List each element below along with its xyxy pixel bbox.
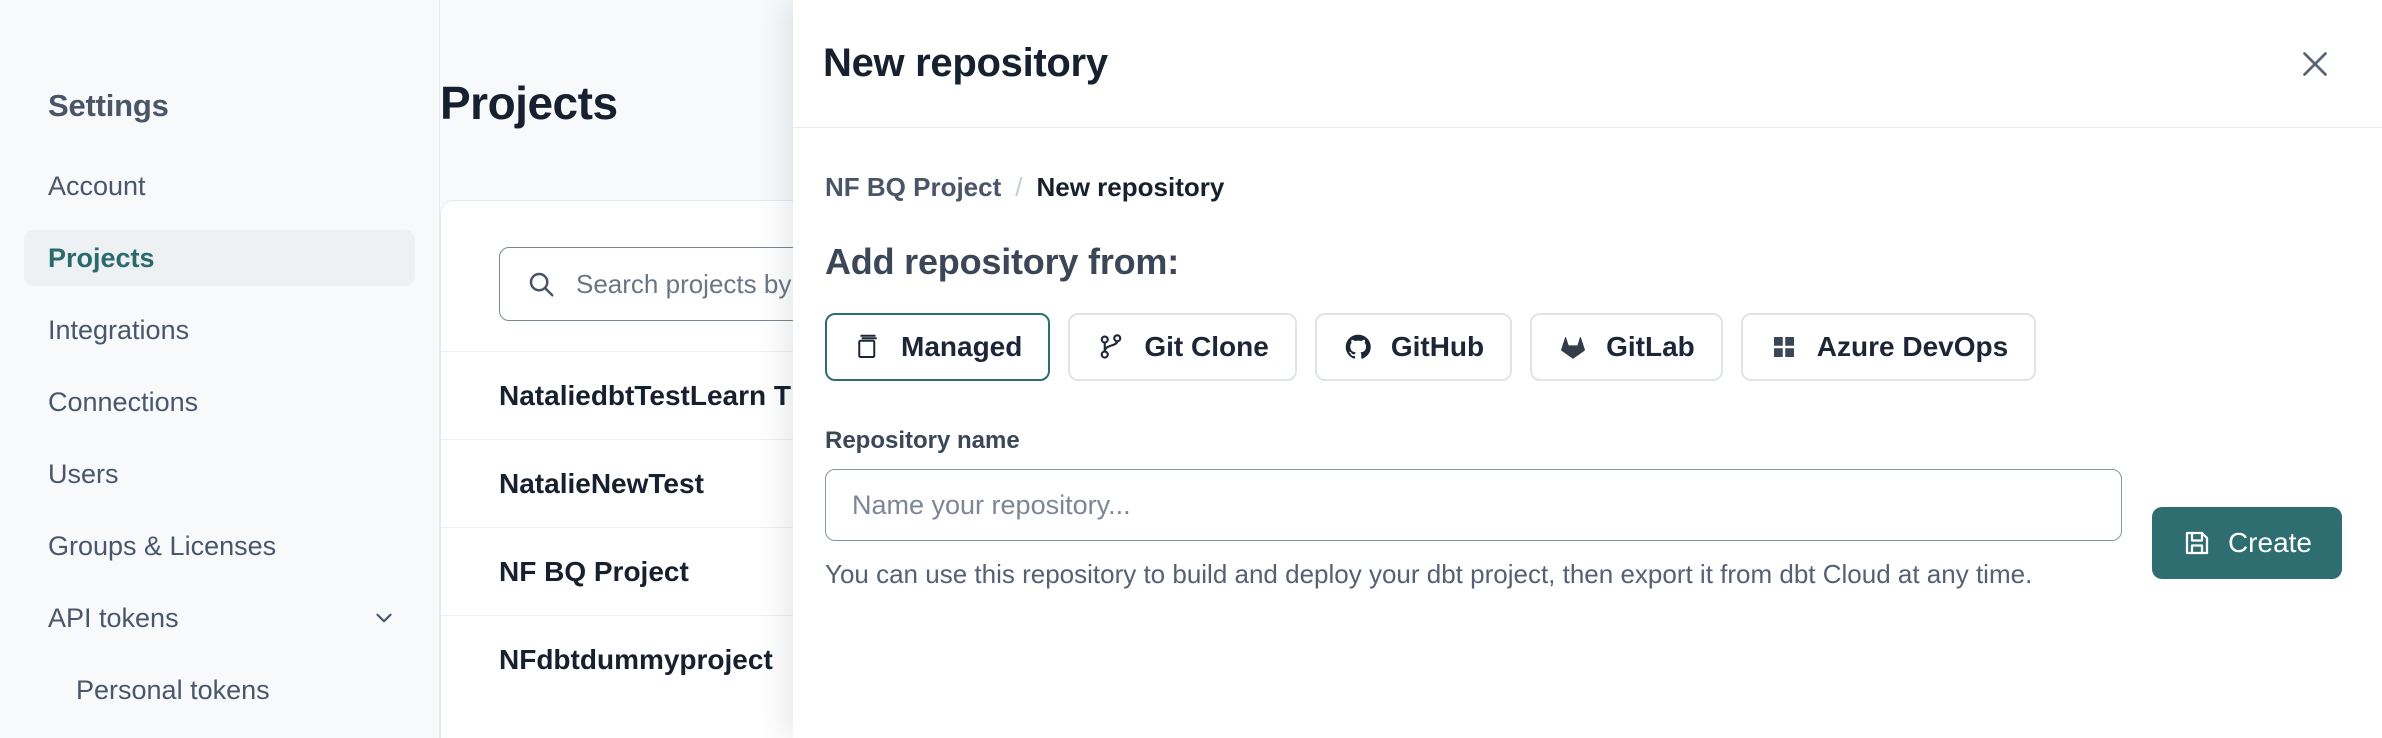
repository-name-group: Repository name You can use this reposit… [825, 427, 2342, 590]
sidebar-title: Settings [48, 88, 169, 123]
sidebar-item-label: API tokens [48, 602, 179, 633]
tab-git-clone[interactable]: Git Clone [1068, 313, 1297, 381]
git-clone-icon [1096, 332, 1126, 362]
breadcrumb-current: New repository [1036, 172, 1225, 202]
sidebar-item-label: Projects [48, 242, 155, 273]
close-icon[interactable] [2288, 37, 2342, 91]
sidebar-item-account[interactable]: Account [24, 158, 415, 214]
sidebar-item-api-tokens[interactable]: API tokens [24, 590, 415, 646]
tab-label: Azure DevOps [1816, 331, 2009, 362]
breadcrumb-separator: / [1015, 172, 1023, 202]
sidebar-item-users[interactable]: Users [24, 446, 415, 502]
page-title: Projects [440, 77, 618, 129]
project-name: NatalieNewTest [499, 467, 704, 499]
tab-label: GitHub [1390, 331, 1485, 362]
managed-icon [853, 332, 883, 362]
repository-name-helper-text: You can use this repository to build and… [825, 559, 2033, 589]
sidebar-item-label: Account [48, 170, 146, 201]
repository-name-label: Repository name [825, 427, 1020, 454]
sidebar-item-label: Groups & Licenses [48, 530, 277, 561]
tab-gitlab[interactable]: GitLab [1530, 313, 1723, 381]
sidebar-item-label: Personal tokens [76, 674, 270, 705]
tab-azure-devops[interactable]: Azure DevOps [1740, 313, 2037, 381]
tab-github[interactable]: GitHub [1314, 313, 1513, 381]
tab-label: Managed [901, 331, 1023, 362]
repository-source-tabs: Managed Git Clone GitHub GitLab Azure DevOps [825, 313, 2342, 381]
tab-label: GitLab [1606, 331, 1695, 362]
project-name: NF BQ Project [499, 555, 689, 587]
sidebar-item-projects[interactable]: Projects [24, 230, 415, 286]
breadcrumb-parent-link[interactable]: NF BQ Project [825, 172, 1002, 202]
azure-devops-icon [1769, 332, 1799, 362]
project-name: NFdbtdummyproject [499, 643, 773, 675]
create-button-label: Create [2227, 527, 2312, 558]
chevron-down-icon[interactable] [371, 605, 397, 631]
add-repository-from-heading: Add repository from: [825, 241, 1180, 282]
sidebar-item-label: Users [48, 458, 119, 489]
modal-title: New repository [823, 41, 1108, 85]
modal-header: New repository [793, 0, 2382, 128]
breadcrumb: NF BQ Project / New repository [825, 172, 2342, 203]
sidebar-item-integrations[interactable]: Integrations [24, 302, 415, 358]
gitlab-icon [1558, 332, 1588, 362]
modal-body: NF BQ Project / New repository Add repos… [793, 128, 2382, 590]
search-icon [526, 269, 556, 299]
github-icon [1343, 332, 1373, 362]
project-name: NataliedbtTestLearn T [499, 379, 791, 411]
repository-name-input[interactable] [825, 469, 2122, 541]
new-repository-panel: New repository NF BQ Project / New repos… [793, 0, 2382, 738]
save-icon [2182, 528, 2212, 558]
sidebar-item-label: Integrations [48, 314, 190, 345]
tab-managed[interactable]: Managed [825, 313, 1051, 381]
sidebar-item-groups-licenses[interactable]: Groups & Licenses [24, 518, 415, 574]
sidebar-item-label: Connections [48, 386, 199, 417]
sidebar-item-connections[interactable]: Connections [24, 374, 415, 430]
sidebar-item-personal-tokens[interactable]: Personal tokens [24, 662, 415, 718]
tab-label: Git Clone [1144, 331, 1269, 362]
create-button[interactable]: Create [2151, 507, 2342, 579]
